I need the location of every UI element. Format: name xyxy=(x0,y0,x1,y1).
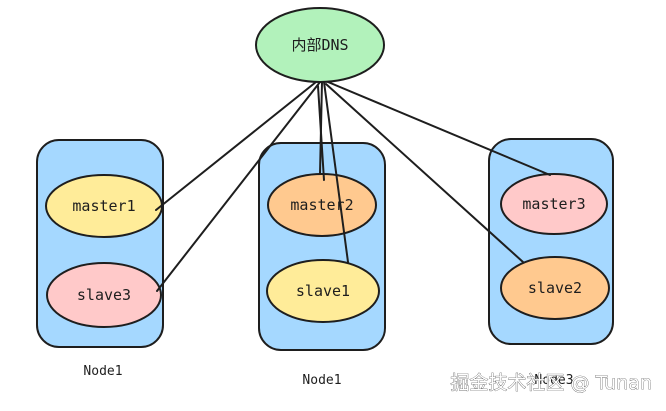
instance-label-slave3: slave3 xyxy=(77,286,131,304)
line-dns-slave1 xyxy=(323,81,349,263)
watermark: 掘金技术社区 @ Tunan xyxy=(450,372,652,394)
instance-slave3 xyxy=(46,262,162,328)
line-dns-master1 xyxy=(155,81,317,211)
line-dns-master2-b xyxy=(317,85,325,181)
instance-slave1 xyxy=(266,259,380,323)
instance-label-master3: master3 xyxy=(522,195,585,213)
line-dns-slave3 xyxy=(156,81,321,292)
connection-lines xyxy=(155,81,551,292)
node-label-2: Node1 xyxy=(302,373,341,388)
dns-label: 内部DNS xyxy=(291,36,348,54)
instance-label-master1: master1 xyxy=(72,197,135,215)
line-dns-master3 xyxy=(327,81,551,176)
node-label-3: Node3 xyxy=(534,373,573,388)
instance-master3 xyxy=(500,173,608,235)
instance-slave2 xyxy=(500,256,610,320)
instance-label-slave1: slave1 xyxy=(296,282,350,300)
instance-label-slave2: slave2 xyxy=(528,279,582,297)
instance-master2 xyxy=(267,173,377,237)
line-dns-slave2 xyxy=(325,83,524,263)
node-label-1: Node1 xyxy=(83,364,122,379)
instance-label-master2: master2 xyxy=(290,196,353,214)
